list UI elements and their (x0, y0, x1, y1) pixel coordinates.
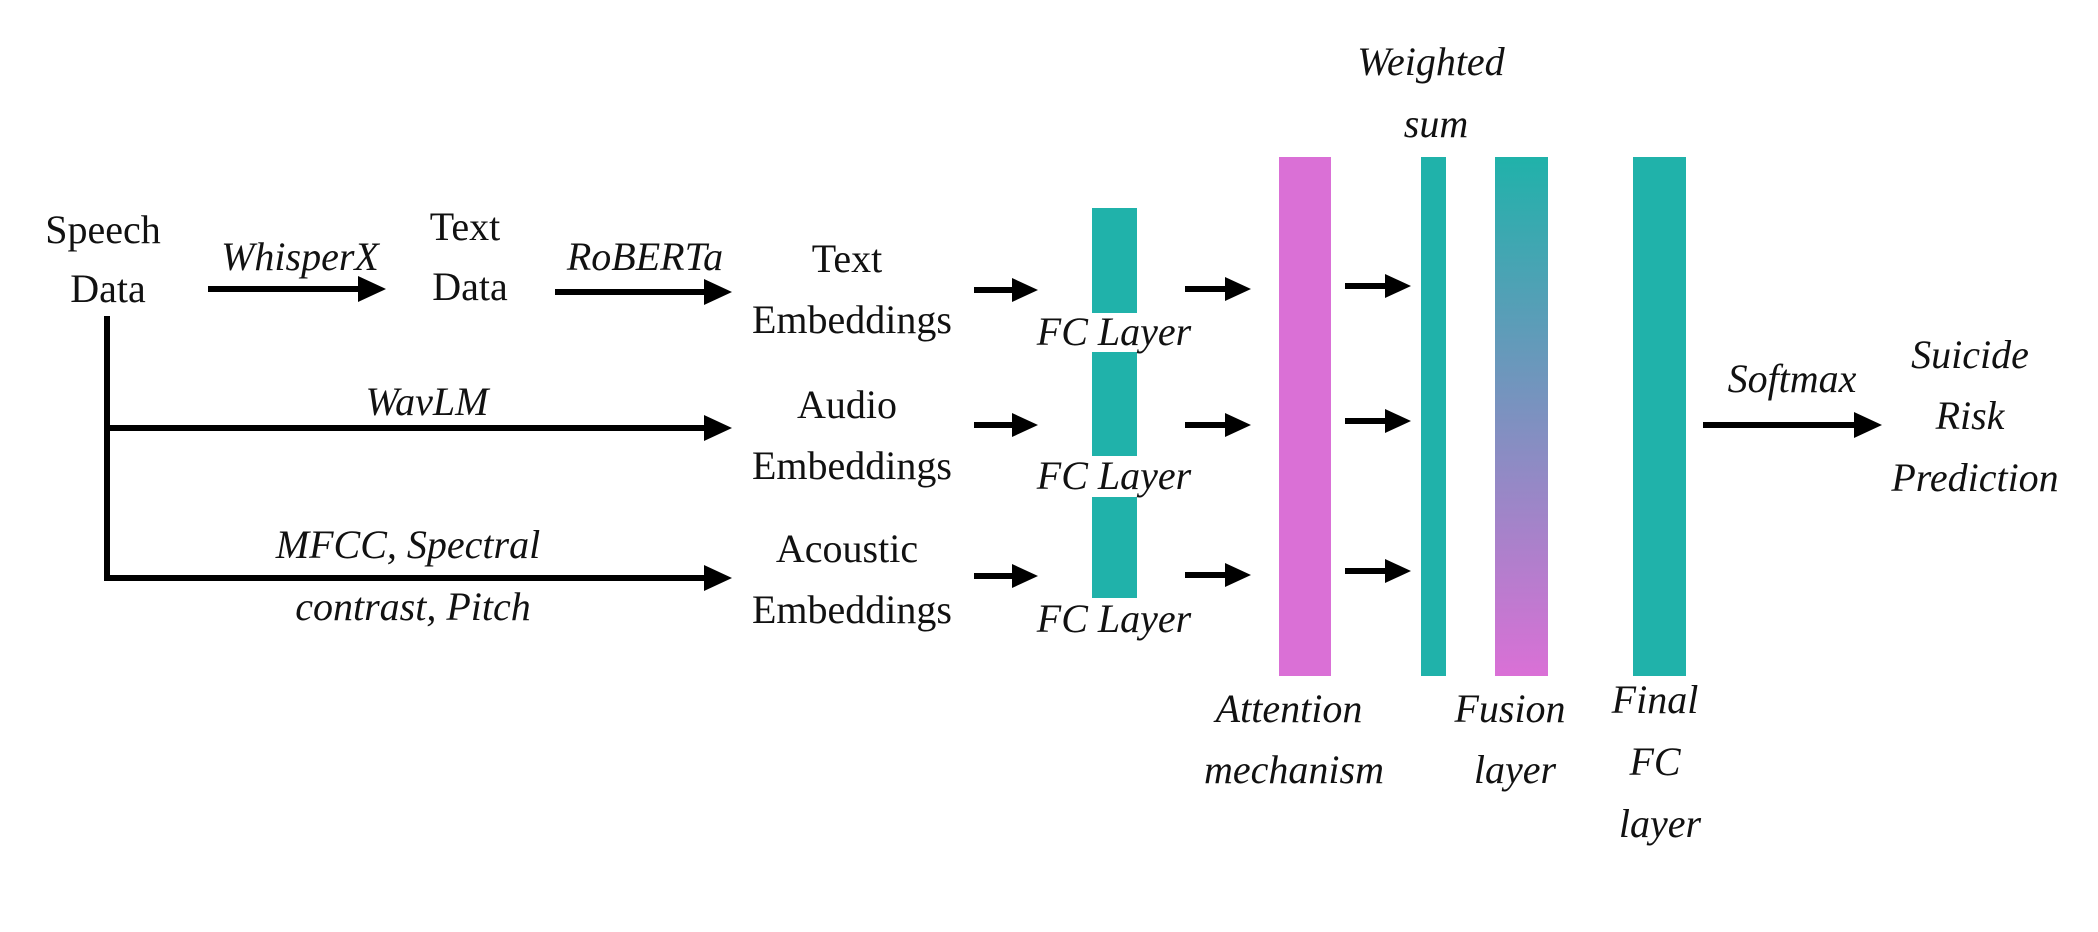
acoustic-embeddings-line-1: Acoustic (776, 526, 918, 571)
attention-to-sum-arrow-1-head (1385, 274, 1411, 298)
wavlm-label: WavLM (366, 379, 492, 424)
speech-data-label: Speech Data (45, 207, 171, 311)
attention-line-1: Attention (1213, 686, 1363, 731)
attention-line-2: mechanism (1204, 747, 1384, 792)
softmax-label: Softmax (1728, 356, 1857, 401)
acoustic-features-arrow-head (704, 565, 732, 591)
text-data-line-1: Text (430, 204, 501, 249)
fc-layer-acoustic-label: FC Layer (1036, 596, 1192, 641)
weighted-sum-label: Weighted sum (1357, 39, 1514, 146)
fusion-layer-label: Fusion layer (1453, 686, 1575, 792)
text-embeddings-line-2: Embeddings (752, 297, 952, 342)
acoustic-features-label: MFCC, Spectral contrast, Pitch (275, 522, 550, 629)
acoustic-features-line-1: MFCC, Spectral (275, 522, 540, 567)
final-fc-line-3: layer (1619, 801, 1702, 846)
fusion-line-2: layer (1474, 747, 1557, 792)
fc-audio-to-attention-arrow-head (1225, 413, 1251, 437)
final-fc-layer-bar (1633, 157, 1686, 676)
roberta-arrow-head (704, 279, 732, 305)
output-line-1: Suicide (1911, 332, 2029, 377)
weighted-sum-line-1: Weighted (1357, 39, 1505, 84)
output-line-2: Risk (1935, 393, 2006, 438)
weighted-sum-bar (1421, 157, 1446, 676)
text-embeddings-label: Text Embeddings (752, 236, 952, 342)
fc-layer-text-bar (1092, 208, 1137, 313)
attention-to-sum-arrow-3-head (1385, 559, 1411, 583)
audio-embeddings-line-1: Audio (797, 382, 897, 427)
audio-embeddings-label: Audio Embeddings (752, 382, 952, 488)
attention-mechanism-label: Attention mechanism (1204, 686, 1384, 792)
text-data-label: Text Data (430, 204, 511, 309)
attention-to-sum-arrow-2-head (1385, 409, 1411, 433)
speech-data-line-1: Speech (45, 207, 161, 252)
speech-data-line-2: Data (70, 266, 146, 311)
fc-text-to-attention-arrow-head (1225, 277, 1251, 301)
final-fc-layer-label: Final FC layer (1611, 677, 1709, 846)
fusion-layer-bar (1495, 157, 1548, 676)
fc-layer-acoustic-bar (1092, 497, 1137, 598)
fc-layer-audio-label: FC Layer (1036, 453, 1192, 498)
fc-layer-text-label: FC Layer (1036, 309, 1192, 354)
wavlm-arrow-head (704, 415, 732, 441)
roberta-label: RoBERTa (566, 234, 723, 279)
output-line-3: Prediction (1890, 455, 2058, 500)
acoustic-to-fc-arrow-head (1012, 564, 1038, 588)
text-data-line-2: Data (432, 264, 508, 309)
text-to-fc-arrow-head (1012, 278, 1038, 302)
attention-mechanism-bar (1279, 157, 1331, 676)
acoustic-features-line-2: contrast, Pitch (295, 584, 531, 629)
final-fc-line-1: Final (1611, 677, 1699, 722)
text-embeddings-line-1: Text (812, 236, 883, 281)
suicide-risk-prediction-label: Suicide Risk Prediction (1890, 332, 2058, 500)
weighted-sum-line-2: sum (1404, 101, 1468, 146)
softmax-arrow-head (1854, 412, 1882, 438)
acoustic-embeddings-label: Acoustic Embeddings (752, 526, 952, 632)
whisperx-label: WhisperX (221, 234, 380, 279)
fc-layer-audio-bar (1092, 352, 1137, 456)
fusion-line-1: Fusion (1453, 686, 1565, 731)
fc-acoustic-to-attention-arrow-head (1225, 563, 1251, 587)
audio-embeddings-line-2: Embeddings (752, 443, 952, 488)
audio-to-fc-arrow-head (1012, 413, 1038, 437)
acoustic-embeddings-line-2: Embeddings (752, 587, 952, 632)
final-fc-line-2: FC (1628, 739, 1681, 784)
whisperx-arrow-head (358, 276, 386, 302)
